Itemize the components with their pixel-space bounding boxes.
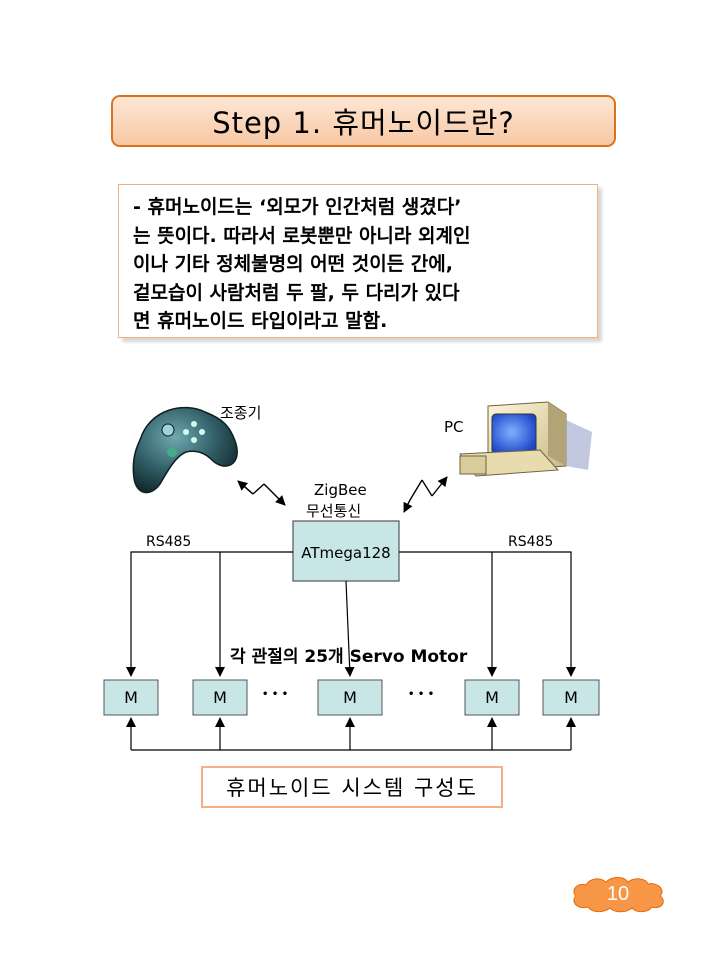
motor-label-5: M — [564, 688, 578, 707]
ellipsis-left: • • • — [262, 689, 288, 700]
motor-box-3 — [317, 679, 383, 716]
motor-label-4: M — [485, 688, 499, 707]
cloud-icon — [573, 877, 664, 913]
motor-label-3: M — [343, 688, 357, 707]
title-banner: Step 1. 휴머노이드란? — [111, 95, 616, 147]
page-title: Step 1. 휴머노이드란? — [212, 106, 515, 140]
description-line-4: 겉모습이 사람처럼 두 팔, 두 다리가 있다 — [133, 281, 460, 304]
rs485-left-label: RS485 — [146, 534, 191, 550]
mcu-label: ATmega128 — [301, 544, 390, 562]
motor-box-4 — [464, 679, 520, 716]
diagram-caption-box: 휴머노이드 시스템 구성도 — [201, 766, 503, 808]
desktop-computer-icon — [459, 401, 592, 477]
wireless-signal-right — [403, 476, 448, 513]
description-line-3: 이나 기타 정체불명의 어떤 것이든 간에, — [133, 253, 453, 275]
description-line-2: 는 뜻이다. 따라서 로봇뿐만 아니라 외계인 — [133, 224, 471, 247]
ellipsis-right: • • • — [408, 689, 434, 700]
rs485-right-label: RS485 — [508, 534, 553, 550]
motor-label-1: M — [124, 688, 138, 707]
bus-lines — [126, 551, 576, 751]
description-line-5: 면 휴머노이드 타입이라고 말함. — [133, 310, 388, 332]
motor-label-2: M — [213, 688, 227, 707]
description-box: - 휴머노이드는 ‘외모가 인간처럼 생겼다’ 는 뜻이다. 따라서 로봇뿐만 … — [118, 184, 598, 338]
wireless-signal-left — [237, 480, 286, 506]
pc-label: PC — [444, 418, 464, 436]
motor-box-5 — [542, 679, 600, 716]
motor-box-2 — [192, 679, 248, 716]
gamepad-icon — [132, 406, 238, 494]
motor-box-1 — [103, 679, 159, 716]
description-line-1: - 휴머노이드는 ‘외모가 인간처럼 생겼다’ — [133, 196, 462, 218]
diagram-caption: 휴머노이드 시스템 구성도 — [226, 776, 478, 800]
zigbee-label: ZigBee — [314, 481, 367, 499]
page-number: 10 — [606, 882, 630, 905]
motor-boxes: M M M M M — [103, 679, 600, 716]
servo-motors-label: 각 관절의 25개 Servo Motor — [230, 646, 468, 667]
wireless-comm-label: 무선통신 — [306, 502, 361, 520]
controller-label: 조종기 — [220, 404, 261, 422]
page-number-badge: 10 — [566, 874, 670, 914]
